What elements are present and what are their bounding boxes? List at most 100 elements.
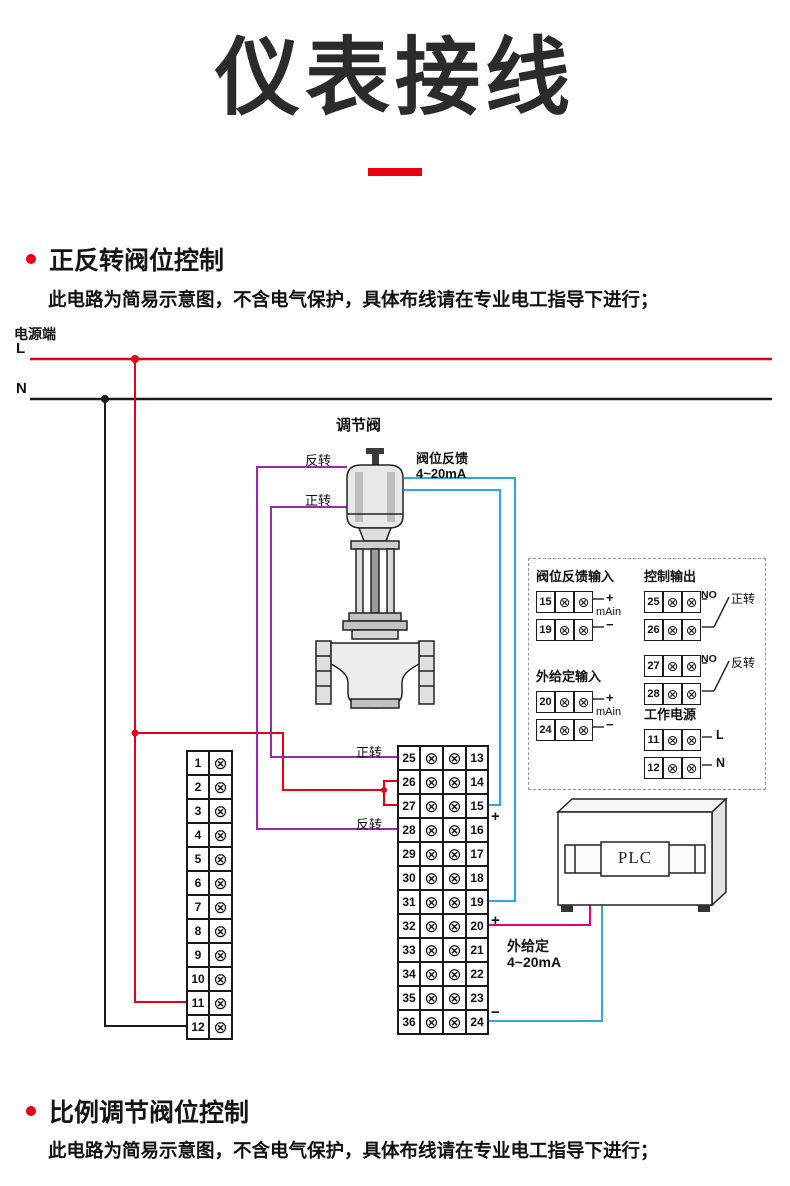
terminal-row: 11⊗⊗ <box>644 729 701 751</box>
terminal-row: 7⊗ <box>187 895 232 919</box>
screw-terminal-icon: ⊗ <box>443 914 466 938</box>
wire-l-branch <box>135 732 384 791</box>
terminal-number: 26 <box>398 770 420 794</box>
terminal-number: 3 <box>187 799 209 823</box>
legend-group-title: 工作电源 <box>644 707 697 722</box>
legend-forward-label: 正转 <box>731 592 756 606</box>
wire-l-to-terminal-11 <box>134 359 189 1003</box>
section-2-heading-row: 比例调节阀位控制 <box>26 1093 249 1129</box>
terminal-number: 23 <box>466 986 488 1010</box>
screw-terminal-icon: ⊗ <box>443 938 466 962</box>
terminal-number: 24 <box>536 719 555 741</box>
wire-n-to-terminal-12 <box>104 399 189 1027</box>
terminal-number: 20 <box>536 691 555 713</box>
terminal-number: 35 <box>398 986 420 1010</box>
section-1-heading: 正反转阀位控制 <box>49 247 225 275</box>
legend-feedback-main: mAin <box>596 606 622 618</box>
terminal-row: 19⊗⊗ <box>536 619 614 641</box>
screw-terminal-icon: ⊗ <box>574 591 593 613</box>
terminal-row: 20⊗⊗ <box>536 691 601 713</box>
terminal-number: 26 <box>644 619 663 641</box>
terminal-row: 25⊗⊗13 <box>398 746 488 770</box>
terminal-number: 2 <box>187 775 209 799</box>
terminal-number: 34 <box>398 962 420 986</box>
plc-label: PLC <box>617 848 653 867</box>
feedback-label-line2: 4~20mA <box>416 466 467 481</box>
terminal-number: 1 <box>187 751 209 775</box>
terminal-row: 32⊗⊗20 <box>398 914 488 938</box>
terminal-number: 36 <box>398 1010 420 1034</box>
terminal-row: 11⊗ <box>187 991 232 1015</box>
screw-terminal-icon: ⊗ <box>574 719 593 741</box>
screw-terminal-icon: ⊗ <box>420 938 443 962</box>
terminal-row: 9⊗ <box>187 943 232 967</box>
legend-feedback-plus: + <box>606 590 614 605</box>
legend-setpoint-plus: + <box>606 690 614 705</box>
terminal-row: 28⊗⊗ <box>644 683 701 705</box>
legend-no-label-forward: NO <box>701 589 717 601</box>
section-2-note: 此电路为简易示意图，不含电气保护，具体布线请在专业电工指导下进行； <box>48 1140 659 1161</box>
screw-terminal-icon: ⊗ <box>663 757 682 779</box>
terminal-number: 22 <box>466 962 488 986</box>
terminal-number: 19 <box>466 890 488 914</box>
screw-terminal-icon: ⊗ <box>443 866 466 890</box>
screw-terminal-icon: ⊗ <box>663 729 682 751</box>
legend-power-l: L <box>716 728 724 742</box>
left-terminal-block: 1⊗2⊗3⊗4⊗5⊗6⊗7⊗8⊗9⊗10⊗11⊗12⊗ <box>186 750 233 1040</box>
screw-terminal-icon: ⊗ <box>555 619 574 641</box>
terminal-row: 1⊗ <box>187 751 232 775</box>
legend-reverse-label: 反转 <box>731 656 756 670</box>
terminal-row: 10⊗ <box>187 967 232 991</box>
terminal-row: 36⊗⊗24 <box>398 1010 488 1034</box>
screw-terminal-icon: ⊗ <box>663 619 682 641</box>
terminal-number: 19 <box>536 619 555 641</box>
terminal-number: 27 <box>398 794 420 818</box>
legend-no-label-reverse: NO <box>701 653 717 665</box>
terminal-row: 35⊗⊗23 <box>398 986 488 1010</box>
screw-terminal-icon: ⊗ <box>420 914 443 938</box>
screw-terminal-icon: ⊗ <box>555 719 574 741</box>
screw-terminal-icon: ⊗ <box>663 655 682 677</box>
terminal-number: 13 <box>466 746 488 770</box>
terminal-number: 21 <box>466 938 488 962</box>
terminal-number: 31 <box>398 890 420 914</box>
screw-terminal-icon: ⊗ <box>682 729 701 751</box>
row-reverse-label: 反转 <box>356 817 383 832</box>
terminal-number: 28 <box>398 818 420 842</box>
setpoint-label-line2: 4~20mA <box>507 954 562 970</box>
section-1-heading-row: 正反转阀位控制 <box>26 241 224 277</box>
legend-group-control-output: 控制输出 25⊗⊗26⊗⊗27⊗⊗28⊗⊗ <box>644 566 701 711</box>
screw-terminal-icon: ⊗ <box>574 691 593 713</box>
setpoint-minus-sign: − <box>491 1004 500 1021</box>
feedback-plus-sign: + <box>491 808 500 825</box>
terminal-row: 33⊗⊗21 <box>398 938 488 962</box>
legend-group-title: 阀位反馈输入 <box>536 569 615 584</box>
terminal-number: 24 <box>466 1010 488 1034</box>
junction-dots <box>101 355 387 793</box>
legend-terminals: 15⊗⊗19⊗⊗ <box>536 591 614 641</box>
setpoint-plus-sign: + <box>491 912 500 929</box>
screw-terminal-icon: ⊗ <box>420 890 443 914</box>
legend-group-title: 外给定输入 <box>536 669 602 684</box>
screw-terminal-icon: ⊗ <box>209 943 232 967</box>
terminal-number: 9 <box>187 943 209 967</box>
legend-power-n: N <box>716 756 726 770</box>
line-n-label: N <box>16 380 27 397</box>
terminal-number: 25 <box>398 746 420 770</box>
terminal-number: 6 <box>187 871 209 895</box>
valve-forward-label: 正转 <box>305 493 332 508</box>
terminal-row: 6⊗ <box>187 871 232 895</box>
screw-terminal-icon: ⊗ <box>209 991 232 1015</box>
wire-feedback-minus <box>404 477 516 902</box>
terminal-number: 14 <box>466 770 488 794</box>
section-bullet-icon <box>26 254 36 264</box>
screw-terminal-icon: ⊗ <box>663 591 682 613</box>
terminal-row: 29⊗⊗17 <box>398 842 488 866</box>
terminal-row: 8⊗ <box>187 919 232 943</box>
terminal-number: 17 <box>466 842 488 866</box>
wire-feedback-plus <box>404 489 501 806</box>
legend-group-title: 控制输出 <box>644 569 697 584</box>
screw-terminal-icon: ⊗ <box>682 757 701 779</box>
terminal-number: 12 <box>644 757 663 779</box>
